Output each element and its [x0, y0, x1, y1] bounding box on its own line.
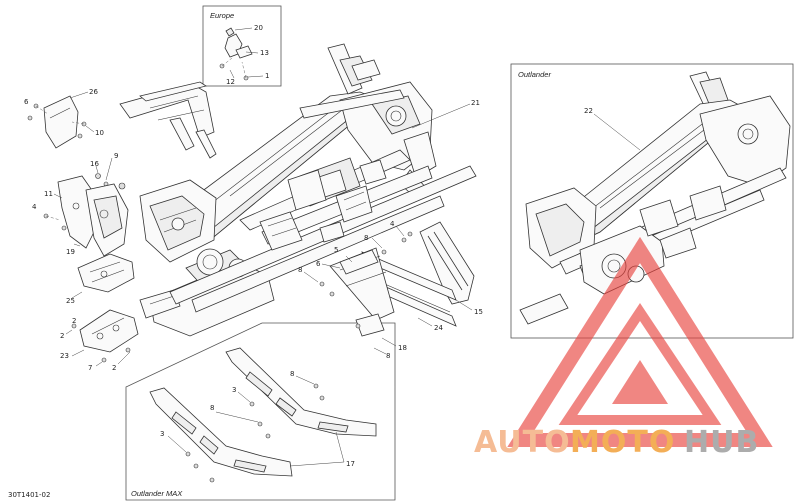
callout-3a: 3 [232, 386, 236, 394]
callout-26: 26 [89, 88, 98, 96]
callout-8e: 8 [210, 404, 214, 412]
outlander-frame: 22 [519, 71, 791, 325]
callout-4b: 4 [390, 220, 395, 228]
callout-21: 21 [471, 99, 480, 107]
callout-13: 13 [260, 49, 269, 57]
callout-7: 7 [88, 364, 92, 372]
outlander-max-inset: Outlander MAX [125, 322, 396, 501]
watermark-hub: HUB [684, 425, 759, 460]
callout-6a: 6 [24, 98, 29, 106]
callout-8d: 8 [290, 370, 294, 378]
callout-17: 17 [346, 460, 355, 468]
watermark-moto: MOTO [570, 425, 675, 460]
watermark-logo [507, 236, 773, 447]
main-frame-assembly [119, 43, 477, 337]
callout-2a: 2 [60, 332, 64, 340]
diagram-code: 30T1401-02 [8, 491, 50, 499]
left-parts: 26 10 6 16 9 11 19 4 25 [24, 88, 139, 372]
callout-3b: 3 [160, 430, 164, 438]
callout-24: 24 [434, 324, 443, 332]
outlander-inset-title: Outlander [518, 70, 551, 79]
callout-11: 11 [44, 190, 53, 198]
callout-4a: 4 [32, 203, 37, 211]
callout-15: 15 [474, 308, 483, 316]
callout-5: 5 [334, 246, 338, 254]
callout-8a: 8 [298, 266, 302, 274]
callout-16: 16 [90, 160, 99, 168]
outlander-max-parts: 8 3 8 3 17 [149, 347, 377, 483]
callout-22: 22 [584, 107, 593, 115]
callout-9: 9 [114, 152, 118, 160]
callout-2b: 2 [112, 364, 116, 372]
callout-25: 25 [66, 297, 75, 305]
callout-10: 10 [95, 129, 104, 137]
callout-12: 12 [226, 78, 235, 86]
callout-23: 23 [60, 352, 69, 360]
callout-18: 18 [398, 344, 407, 352]
callout-8c: 8 [386, 352, 390, 360]
callout-2c: 2 [72, 317, 76, 325]
europe-inset-title: Europe [210, 11, 234, 20]
watermark-auto: AUTO [474, 425, 571, 460]
outlander-max-inset-title: Outlander MAX [131, 489, 183, 498]
callout-20: 20 [254, 24, 263, 32]
callout-6b: 6 [316, 260, 321, 268]
callout-8b: 8 [364, 234, 368, 242]
europe-inset: Europe 20 13 1 12 [202, 5, 282, 87]
callout-19: 19 [66, 248, 75, 256]
callout-1: 1 [265, 72, 269, 80]
automotohub-watermark: AUTO MOTO HUB [474, 236, 773, 460]
right-parts: 15 24 6 5 8 8 4 18 8 21 [298, 99, 483, 360]
